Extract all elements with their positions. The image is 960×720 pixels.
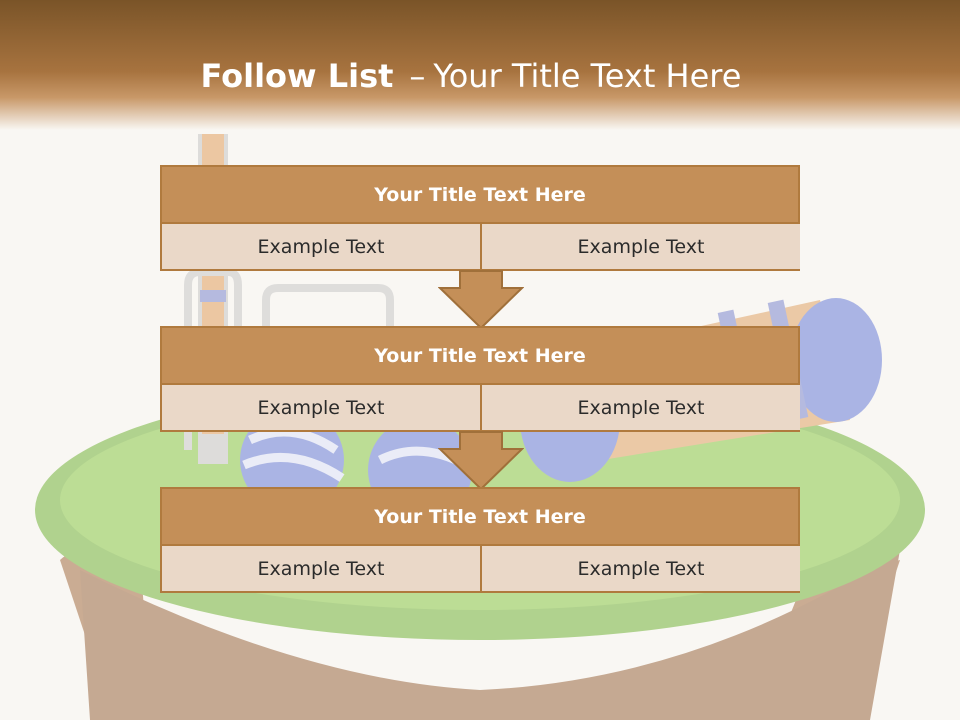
title-rest-part: Your Title Text Here [433,57,742,95]
step-right-text: Example Text [482,546,800,591]
title-bold-part: Follow List [200,57,394,95]
step-box-1: Your Title Text Here Example Text Exampl… [160,165,800,271]
down-arrow-icon [438,431,524,491]
slide-title: Follow List–Your Title Text Here [0,52,942,100]
title-separator: – [409,57,426,95]
step-box-3: Your Title Text Here Example Text Exampl… [160,487,800,593]
step-left-text: Example Text [162,546,482,591]
step-title: Your Title Text Here [162,328,798,385]
step-title: Your Title Text Here [162,489,798,546]
step-left-text: Example Text [162,224,482,269]
step-title: Your Title Text Here [162,167,798,224]
step-box-2: Your Title Text Here Example Text Exampl… [160,326,800,432]
step-right-text: Example Text [482,385,800,430]
down-arrow-icon [438,270,524,330]
header-band [0,0,960,130]
step-right-text: Example Text [482,224,800,269]
step-left-text: Example Text [162,385,482,430]
